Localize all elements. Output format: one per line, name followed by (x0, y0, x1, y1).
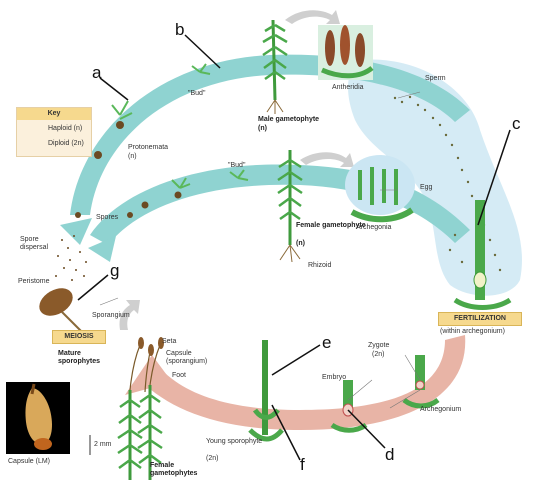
antheridia-cluster (318, 25, 373, 80)
gray-arrow-mid (300, 152, 354, 167)
label-zygote-ploidy: (2n) (372, 351, 384, 359)
label-capsule: Capsule (166, 350, 192, 358)
label-female-gametophytes: Female gametophytes (150, 462, 202, 478)
legend-title: Key (17, 108, 91, 120)
fertilization-box: FERTILIZATION (438, 312, 522, 326)
male-gametophyte-plant (263, 20, 287, 114)
gray-arrow-top (285, 10, 340, 24)
meiosis-box: MEIOSIS (52, 330, 106, 344)
label-bud-mid: "Bud" (228, 162, 245, 170)
label-zygote: Zygote (368, 342, 389, 350)
label-female-gametophyte: Female gametophyte (296, 222, 366, 230)
label-protonemata-ploidy: (n) (128, 153, 137, 161)
label-foot: Foot (172, 372, 186, 380)
label-embryo: Embryo (322, 374, 346, 382)
label-spore-dispersal: Spore dispersal (20, 236, 56, 252)
archegonia-cluster (345, 155, 415, 219)
label-antheridia: Antheridia (332, 84, 364, 92)
label-protonemata: Protonemata (128, 144, 168, 152)
haploid-arrowhead-outer (60, 218, 92, 245)
marker-d: d (385, 446, 394, 463)
label-seta: Seta (162, 338, 176, 346)
marker-c: c (512, 115, 521, 132)
marker-f: f (300, 456, 305, 473)
marker-a: a (92, 64, 101, 81)
mature-sporophytes (118, 337, 164, 480)
capsule-micrograph (6, 382, 70, 454)
label-male-ploidy: (n) (258, 125, 267, 133)
label-sperm: Sperm (425, 75, 446, 83)
label-scale: 2 mm (94, 441, 112, 449)
marker-b: b (175, 21, 184, 38)
label-young-ploidy: (2n) (206, 455, 218, 463)
label-male-gametophyte: Male gametophyte (258, 116, 319, 124)
label-mature-sporophytes: Mature sporophytes (58, 350, 108, 366)
legend-diploid-label: Diploid (2n) (48, 140, 84, 148)
label-young-sporophyte: Young sporophyte (206, 438, 262, 446)
label-sporangium: Sporangium (92, 312, 130, 320)
marker-g: g (110, 262, 119, 279)
label-bud-top: "Bud" (188, 90, 205, 98)
label-female-ploidy: (n) (296, 240, 305, 248)
legend-haploid-label: Haploid (n) (48, 125, 82, 133)
marker-e: e (322, 334, 331, 351)
label-rhizoid: Rhizoid (308, 262, 331, 270)
label-capsule-lm: Capsule (LM) (8, 458, 50, 466)
spore-dispersal-dots (55, 235, 87, 281)
label-egg: Egg (420, 184, 432, 192)
label-within-archegonium: (within archegonium) (440, 328, 505, 336)
label-peristome: Peristome (18, 278, 50, 286)
label-archegonium: Archegonium (420, 406, 461, 414)
label-capsule-sub: (sporangium) (166, 358, 207, 366)
label-spores: Spores (96, 214, 118, 222)
